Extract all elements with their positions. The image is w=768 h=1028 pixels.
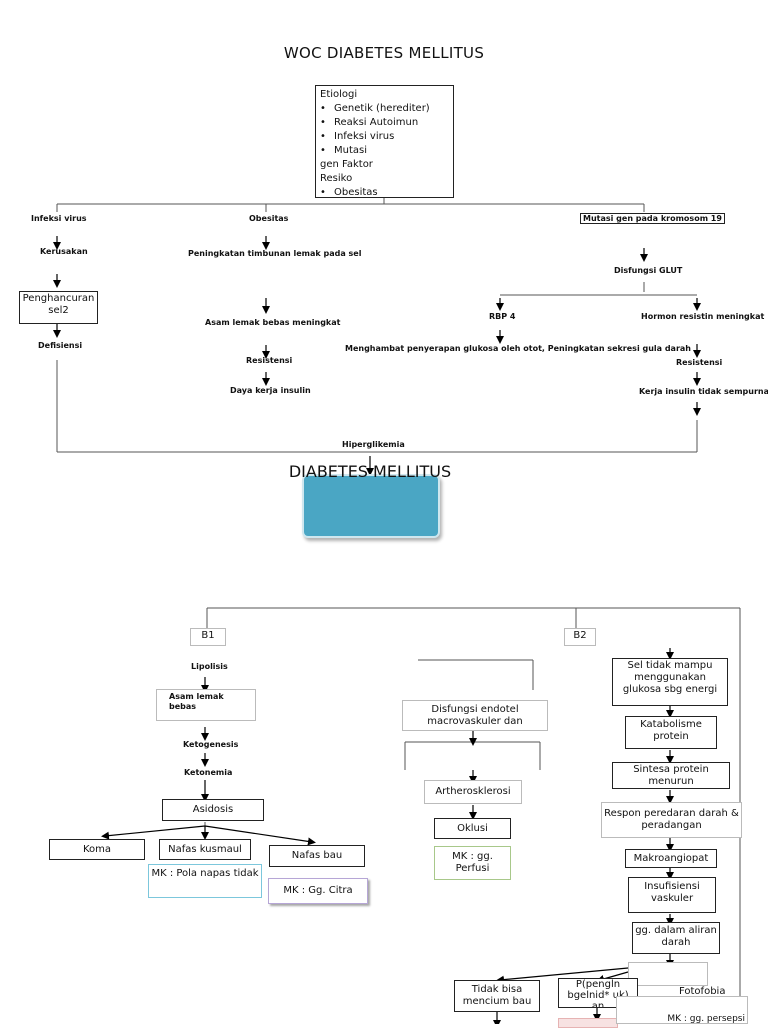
dm-label: DIABETES MELLITUS: [288, 462, 452, 481]
node-mutasi-gen: Mutasi gen pada kromosom 19: [580, 213, 725, 224]
node-asidosis: Asidosis: [162, 799, 264, 821]
node-sel-tidak-mampu: Sel tidak mampu menggunakan glukosa sbg …: [612, 658, 728, 706]
node-daya-kerja: Daya kerja insulin: [230, 386, 311, 395]
node-b1: B1: [190, 628, 226, 646]
etiologi-extra: gen Faktor: [320, 159, 373, 170]
node-mk-perfusi: MK : gg. Perfusi: [434, 846, 511, 880]
node-artherosklerosi: Artherosklerosi: [424, 780, 522, 804]
node-gg-aliran: gg. dalam aliran darah: [632, 922, 720, 954]
node-resistensi-mid: Resistensi: [246, 356, 293, 365]
node-infeksi-virus: Infeksi virus: [31, 214, 87, 223]
node-nafas-kusmaul: Nafas kusmaul: [159, 839, 251, 860]
node-insufisiensi: Insufisiensi vaskuler: [628, 877, 716, 913]
node-pink: [558, 1018, 618, 1028]
etiologi-item: Infeksi virus: [320, 130, 449, 144]
node-disfungsi-endotel: Disfungsi endotel macrovaskuler dan: [402, 700, 548, 731]
page-title: WOC DIABETES MELLITUS: [283, 44, 485, 62]
etiologi-item: Obesitas: [320, 186, 449, 197]
node-penghancuran: Penghancuran sel2: [19, 291, 98, 324]
node-kerusakan: Kerusakan: [40, 247, 88, 256]
node-koma: Koma: [49, 839, 145, 860]
etiologi-item: Reaksi Autoimun: [320, 116, 449, 130]
node-blank: [628, 962, 708, 986]
node-lipolisis: Lipolisis: [191, 662, 228, 671]
node-respon-peredaran: Respon peredaran darah & peradangan: [601, 802, 742, 838]
dm-box: [302, 474, 440, 538]
node-defisiensi: Defisiensi: [38, 341, 83, 350]
node-mk-citra: MK : Gg. Citra: [268, 878, 368, 904]
node-mk-persepsi: MK : gg. persepsi: [616, 996, 748, 1024]
node-hormon-resistin: Hormon resistin meningkat: [641, 312, 765, 321]
node-sintesa-protein: Sintesa protein menurun: [612, 762, 730, 789]
node-nafas-bau: Nafas bau: [269, 845, 365, 867]
node-obesitas: Obesitas: [249, 214, 289, 223]
node-kerja-insulin: Kerja insulin tidak sempurna: [639, 387, 768, 396]
etiologi-box: Etiologi Genetik (herediter) Reaksi Auto…: [315, 85, 454, 198]
node-makroangiopat: Makroangiopat: [625, 849, 717, 868]
node-hiperglikemia: Hiperglikemia: [342, 440, 405, 449]
node-ketogenesis: Ketogenesis: [183, 740, 239, 749]
node-oklusi: Oklusi: [434, 818, 511, 839]
node-rbp4: RBP 4: [489, 312, 516, 321]
node-fotofobia: Fotofobia: [679, 986, 726, 997]
node-asam-lemak-bebas: Asam lemak bebas: [156, 689, 256, 721]
node-b2: B2: [564, 628, 596, 646]
node-ketonemia: Ketonemia: [184, 768, 233, 777]
node-peningkatan-lemak: Peningkatan timbunan lemak pada sel: [188, 249, 362, 258]
node-katabolisme: Katabolisme protein: [625, 716, 717, 749]
node-menghambat: Menghambat penyerapan glukosa oleh otot,…: [345, 344, 691, 353]
node-asam-lemak-meningkat: Asam lemak bebas meningkat: [205, 318, 341, 327]
etiologi-item: Genetik (herediter): [320, 102, 449, 116]
etiologi-heading: Etiologi: [320, 89, 358, 100]
node-tidak-bisa-mencium: Tidak bisa mencium bau: [454, 980, 540, 1012]
etiologi-extra: Resiko: [320, 173, 353, 184]
node-mk-pola-napas: MK : Pola napas tidak: [148, 864, 262, 898]
etiologi-item: Mutasi: [320, 144, 449, 158]
node-disfungsi-glut: Disfungsi GLUT: [614, 266, 683, 275]
node-resistensi-right: Resistensi: [676, 358, 723, 367]
